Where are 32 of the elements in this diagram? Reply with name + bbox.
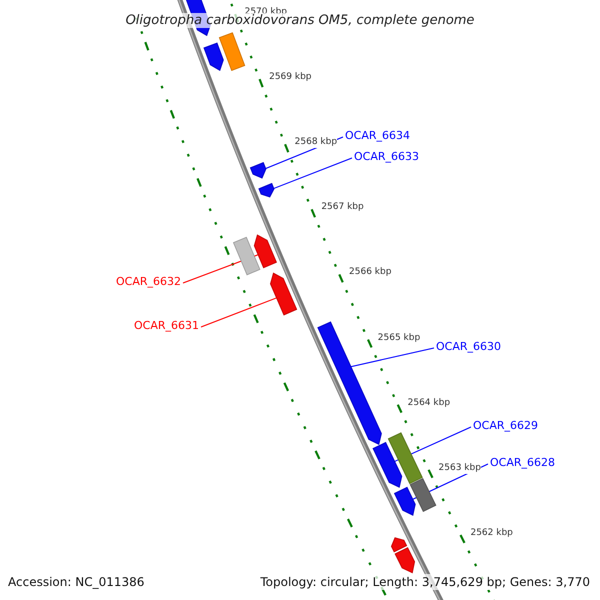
leader-line (350, 348, 434, 368)
scale-label: 2564 kbp (408, 398, 450, 409)
scale-label: 2567 kbp (321, 202, 364, 214)
gene-feature (390, 537, 408, 552)
gene-feature (394, 486, 416, 516)
gene-feature (258, 182, 274, 198)
scale-label: 2569 kbp (269, 72, 312, 84)
gene-feature (410, 478, 436, 512)
gene-feature (232, 236, 260, 276)
gene-feature (218, 32, 246, 71)
gene-label: OCAR_6633 (354, 150, 420, 163)
genome-info-text: Topology: circular; Length: 3,745,629 bp; Genes: 3,770 (260, 574, 590, 590)
gene-feature (203, 42, 224, 71)
scale-label: 2566 kbp (349, 267, 392, 278)
gene-label: OCAR_6628 (490, 456, 556, 469)
gene-feature (250, 162, 266, 179)
gene-label: OCAR_6630 (436, 340, 502, 353)
gene-feature (270, 272, 298, 316)
gene-feature (388, 432, 423, 484)
scale-label: 2568 kbp (294, 137, 338, 148)
gene-label: OCAR_6629 (473, 419, 538, 432)
gene-feature (372, 442, 402, 488)
leader-line (200, 297, 277, 328)
gene-label: OCAR_6634 (345, 129, 410, 142)
scale-label: 2562 kbp (470, 528, 513, 539)
scale-label: 2565 kbp (378, 332, 420, 344)
gene-feature (254, 234, 277, 268)
scale-label: 2563 kbp (438, 462, 481, 474)
gene-label: OCAR_6631 (134, 319, 199, 332)
leader-line (273, 158, 352, 189)
accession-text: Accession: NC_011386 (8, 574, 144, 590)
gene-label: OCAR_6632 (116, 275, 181, 288)
